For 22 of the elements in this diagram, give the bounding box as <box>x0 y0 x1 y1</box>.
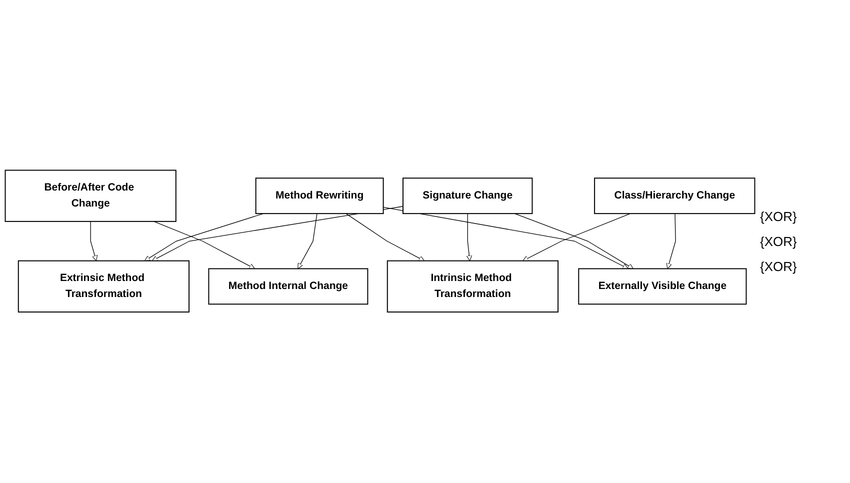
node-box: Before/After Code Change <box>4 170 176 222</box>
arrow <box>514 214 634 270</box>
arrow <box>90 221 98 262</box>
arrow <box>666 214 676 270</box>
arrow <box>346 214 425 262</box>
node-box: Extrinsic Method Transformation <box>18 260 190 313</box>
arrow <box>154 221 255 270</box>
node-box: Method Rewriting <box>255 178 384 214</box>
node-box: Signature Change <box>402 178 533 214</box>
node-box: Class/Hierarchy Change <box>594 178 756 214</box>
constraint-note: {XOR} <box>760 259 798 274</box>
arrow <box>298 214 318 270</box>
arrow <box>144 214 264 262</box>
node-box: Externally Visible Change <box>578 268 747 305</box>
constraint-note: {XOR} <box>760 209 798 224</box>
node-box: Method Internal Change <box>208 268 368 305</box>
arrow <box>382 207 628 270</box>
arrow <box>522 214 631 262</box>
constraint-note: {XOR} <box>760 234 798 249</box>
node-box: Intrinsic Method Transformation <box>386 260 559 313</box>
arrow <box>466 214 472 262</box>
arrow <box>152 206 404 262</box>
